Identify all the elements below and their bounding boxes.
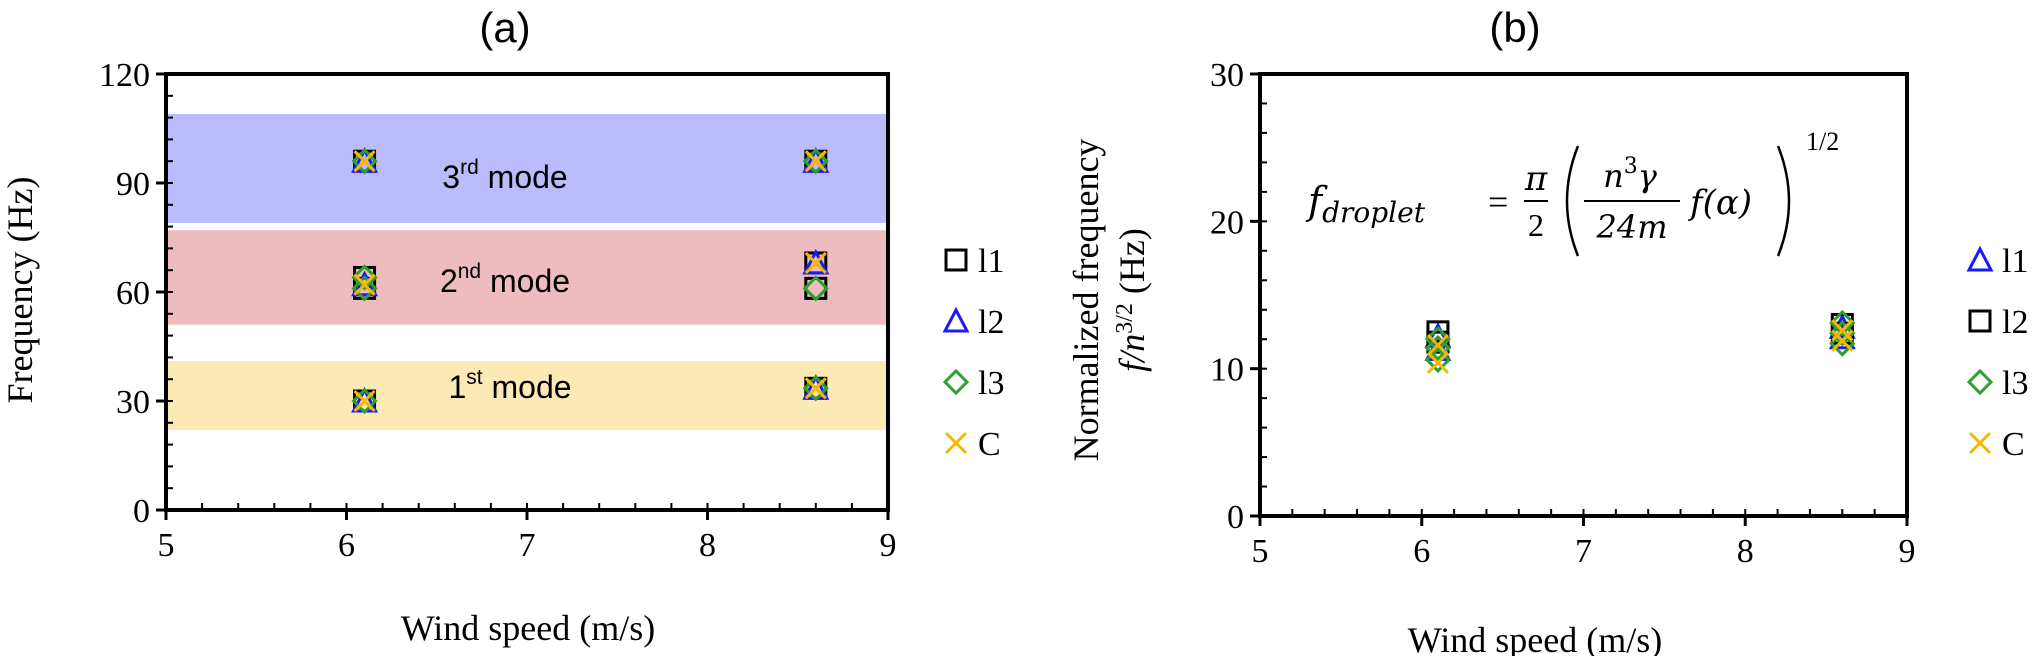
chart-b-formula: fdroplet = π 2 n3γ 24m f(α) 1/2: [1305, 127, 1839, 257]
chart-a-point-C: [804, 150, 827, 173]
chart-a-point-C: [353, 273, 376, 296]
chart-b-ytick-label: 30: [1210, 57, 1244, 94]
chart-b-point-l3: [1829, 330, 1856, 357]
chart-a-ytick-label: 30: [116, 384, 150, 421]
band-label-1st: 1st mode: [448, 366, 571, 405]
chart-b-legend-label-l3: l3: [2002, 365, 2028, 402]
chart-a-legend-label-l3: l3: [978, 365, 1004, 402]
formula-function: f(α): [1687, 183, 1752, 223]
formula-pi: π: [1524, 159, 1548, 199]
chart-b-points: [1424, 309, 1856, 374]
chart-a-point-l3: [802, 375, 829, 402]
chart-b-legend-label-l1: l1: [2002, 243, 2028, 280]
chart-b-legend-marker-C: [1968, 431, 1992, 455]
chart-a-legend-marker-l2: [942, 306, 970, 333]
chart-b-point-C: [1831, 319, 1854, 342]
chart-a-ytick-label: 120: [99, 57, 150, 94]
chart-a-point-C: [804, 377, 827, 400]
chart-b-legend-label-l2: l2: [2002, 304, 2028, 341]
chart-b-ylabel-line2: f/n3/2 (Hz): [1112, 228, 1152, 372]
chart-a-ytick-label: 60: [116, 275, 150, 312]
chart-b-legend-marker-l1: [1966, 245, 1994, 272]
chart-a-point-l3: [351, 275, 378, 302]
chart-b-ticks: 5 6 7 8 9 0 10 20 30: [1210, 57, 1916, 570]
chart-a-legend-label-l1: l1: [978, 243, 1004, 280]
chart-a-band-2: [166, 230, 888, 325]
chart-a-legend: l1 l2 l3C: [942, 243, 1004, 463]
chart-b-xtick-label: 6: [1413, 533, 1430, 570]
chart-a-point-l2: [802, 248, 830, 275]
chart-b-panel-label: (b): [1489, 4, 1540, 51]
formula-outer-exponent: 1/2: [1806, 127, 1839, 156]
chart-a-legend-marker-C: [944, 431, 968, 455]
chart-b-legend-marker-l2: [1968, 309, 1992, 333]
chart-a-legend-marker-l3: [942, 368, 970, 396]
chart-b-point-l3: [1829, 320, 1856, 347]
chart-a-point-C: [353, 389, 376, 413]
chart-a-legend-label-C: C: [978, 426, 1001, 463]
chart-a-point-l3: [802, 275, 829, 302]
chart-b-legend-label-C: C: [2002, 426, 2025, 463]
chart-a-xtick-label: 8: [699, 527, 716, 564]
chart-b-ytick-label: 10: [1210, 352, 1244, 389]
chart-b-legend: l1 l2 l3C: [1966, 243, 2028, 463]
chart-b-xtick-label: 5: [1252, 533, 1269, 570]
chart-a-bands: [166, 113, 888, 431]
chart-b-ytick-label: 0: [1227, 499, 1244, 536]
chart-a-xtick-label: 6: [338, 527, 355, 564]
chart-a-point-l3: [351, 148, 378, 175]
formula-equals: =: [1488, 182, 1508, 222]
formula-inner-numerator: n3γ: [1603, 154, 1658, 195]
chart-b-xlabel: Wind speed (m/s): [1408, 620, 1663, 656]
chart-a-point-l3: [351, 264, 378, 291]
chart-a-xtick-label: 5: [158, 527, 175, 564]
chart-a-xtick-label: 7: [519, 527, 536, 564]
chart-a-ytick-label: 0: [133, 493, 150, 530]
chart-a-legend-marker-l1: [944, 248, 968, 272]
band-label-2nd: 2nd mode: [440, 260, 570, 299]
chart-a-xlabel: Wind speed (m/s): [401, 608, 656, 648]
chart-a-panel-label: (a): [479, 4, 530, 51]
chart-a-band-1: [166, 361, 888, 431]
formula-lhs-sub: droplet: [1322, 196, 1426, 229]
chart-a-band-3: [166, 113, 888, 223]
chart-a-point-C: [353, 150, 376, 173]
chart-a-ytick-label: 90: [116, 166, 150, 203]
chart-a-point-l3: [351, 387, 378, 415]
band-label-3rd: 3rd mode: [442, 156, 567, 195]
chart-a-point-l3: [802, 148, 829, 175]
chart-b: (b) 5 6 7 8 9 0 10 20 30 fdroplet = π 2 n3γ 24m …: [1066, 4, 2028, 656]
chart-b-xtick-label: 9: [1899, 533, 1916, 570]
formula-paren-left: [1565, 145, 1580, 257]
chart-a-points: [351, 146, 830, 415]
chart-a-ylabel: Frequency (Hz): [0, 177, 40, 404]
formula-paren-right: [1776, 145, 1791, 257]
svg-text:fdroplet: fdroplet: [1305, 179, 1426, 229]
chart-b-ytick-label: 20: [1210, 204, 1244, 241]
chart-b-point-l3: [1424, 334, 1452, 362]
chart-b-legend-marker-l3: [1966, 368, 1994, 396]
chart-a-xtick-label: 9: [880, 527, 897, 564]
formula-two: 2: [1528, 207, 1544, 243]
chart-b-point-C: [1426, 351, 1449, 374]
chart-a-point-C: [804, 251, 827, 274]
formula-inner-denominator: 24m: [1595, 208, 1667, 246]
chart-b-point-C: [1831, 329, 1854, 352]
chart-b-ylabel-line1: Normalized frequency: [1066, 139, 1106, 462]
chart-b-xtick-label: 7: [1575, 533, 1592, 570]
chart-a-legend-label-l2: l2: [978, 304, 1004, 341]
chart-b-xtick-label: 8: [1737, 533, 1754, 570]
chart-b-point-C: [1426, 334, 1449, 357]
